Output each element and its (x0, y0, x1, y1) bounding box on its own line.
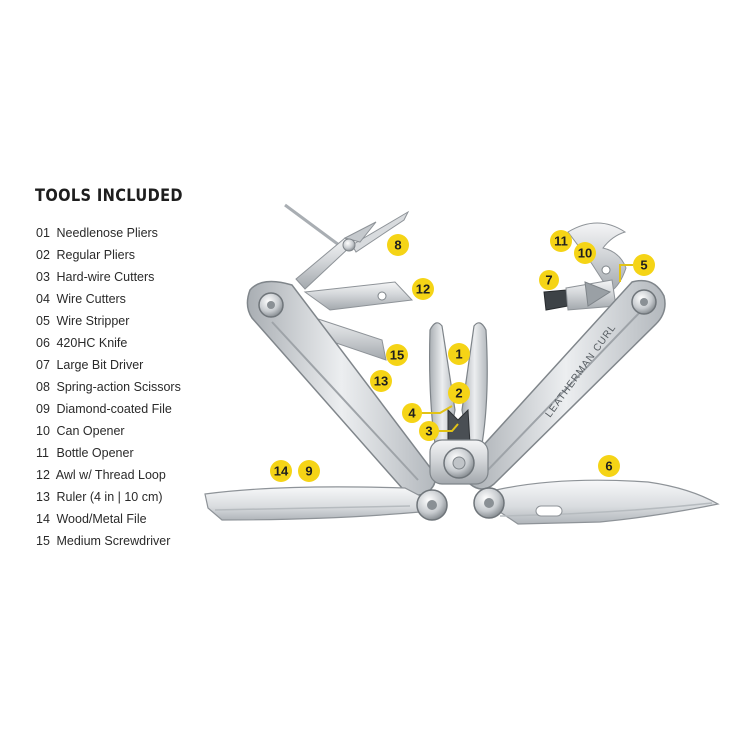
tool-number: 02 (36, 248, 50, 262)
tool-item: 14 Wood/Metal File (36, 509, 181, 531)
svg-text:7: 7 (545, 273, 552, 288)
callout-9: 9 (298, 460, 320, 482)
callout-10: 10 (574, 242, 596, 264)
tool-item: 12 Awl w/ Thread Loop (36, 465, 181, 487)
tool-number: 11 (36, 446, 49, 460)
tool-name: Medium Screwdriver (56, 534, 171, 548)
svg-text:14: 14 (274, 464, 289, 479)
tool-item: 01 Needlenose Pliers (36, 223, 181, 245)
tools-list: 01 Needlenose Pliers 02 Regular Pliers 0… (36, 223, 181, 553)
svg-text:9: 9 (305, 464, 312, 479)
tool-name: Hard-wire Cutters (56, 270, 155, 284)
svg-text:6: 6 (605, 459, 612, 474)
callout-3: 3 (419, 421, 439, 441)
tool-name: 420HC Knife (56, 336, 128, 350)
svg-text:15: 15 (390, 348, 404, 363)
tool-item: 04 Wire Cutters (36, 289, 181, 311)
tool-name: Regular Pliers (56, 248, 135, 262)
tool-name: Awl w/ Thread Loop (55, 468, 166, 482)
awl-tool (303, 281, 414, 311)
tool-name: Wire Stripper (56, 314, 130, 328)
callout-1: 1 (448, 343, 470, 365)
tool-name: Diamond-coated File (56, 402, 172, 416)
tool-number: 01 (36, 226, 50, 240)
tool-name: Can Opener (56, 424, 125, 438)
tool-item: 03 Hard-wire Cutters (36, 267, 181, 289)
callout-4: 4 (402, 403, 422, 423)
callout-7: 7 (539, 270, 559, 290)
tool-number: 15 (36, 534, 50, 548)
callout-13: 13 (370, 370, 392, 392)
tools-included-heading: TOOLS INCLUDED (35, 186, 183, 206)
tool-name: Spring-action Scissors (56, 380, 181, 394)
tool-name: Ruler (4 in | 10 cm) (56, 490, 163, 504)
right-handle: LEATHERMAN CURL (465, 279, 666, 490)
tool-number: 12 (36, 468, 50, 482)
tool-item: 09 Diamond-coated File (36, 399, 181, 421)
callout-14: 14 (270, 460, 292, 482)
tool-name: Needlenose Pliers (56, 226, 158, 240)
svg-text:12: 12 (416, 282, 430, 297)
svg-text:5: 5 (640, 258, 647, 273)
svg-text:3: 3 (425, 424, 432, 439)
svg-text:11: 11 (554, 234, 568, 249)
tool-item: 10 Can Opener (36, 421, 181, 443)
svg-text:10: 10 (578, 246, 592, 261)
callout-leaders (420, 264, 633, 432)
callout-5: 5 (633, 254, 655, 276)
tool-number: 13 (36, 490, 50, 504)
tool-item: 08 Spring-action Scissors (36, 377, 181, 399)
tool-number: 10 (36, 424, 50, 438)
tool-number: 04 (36, 292, 50, 306)
callout-12: 12 (412, 278, 434, 300)
tool-item: 07 Large Bit Driver (36, 355, 181, 377)
svg-text:4: 4 (408, 406, 416, 421)
tool-item: 05 Wire Stripper (36, 311, 181, 333)
callout-2: 2 (448, 382, 470, 404)
tool-name: Large Bit Driver (56, 358, 144, 372)
tool-item: 13 Ruler (4 in | 10 cm) (36, 487, 181, 509)
tool-item: 02 Regular Pliers (36, 245, 181, 267)
svg-text:13: 13 (374, 374, 388, 389)
pliers-head (429, 322, 489, 485)
tool-number: 09 (36, 402, 50, 416)
tool-number: 03 (36, 270, 50, 284)
tool-number: 06 (36, 336, 50, 350)
tool-number: 14 (36, 512, 50, 526)
tool-name: Wire Cutters (56, 292, 126, 306)
svg-text:1: 1 (455, 347, 462, 362)
callout-11: 11 (550, 230, 572, 252)
knife-blade (473, 479, 720, 525)
tool-item: 06 420HC Knife (36, 333, 181, 355)
tool-number: 08 (36, 380, 50, 394)
tool-number: 05 (36, 314, 50, 328)
tool-name: Bottle Opener (56, 446, 134, 460)
svg-text:8: 8 (394, 238, 401, 253)
callout-15: 15 (386, 344, 408, 366)
scissors-tool (284, 203, 410, 290)
svg-text:2: 2 (455, 386, 462, 401)
callout-6: 6 (598, 455, 620, 477)
tool-number: 07 (36, 358, 50, 372)
tool-item: 11 Bottle Opener (36, 443, 181, 465)
bit-driver-tool (543, 279, 617, 311)
tool-item: 15 Medium Screwdriver (36, 531, 181, 553)
callout-8: 8 (387, 234, 409, 256)
tool-name: Wood/Metal File (56, 512, 147, 526)
file-blade (204, 486, 448, 521)
